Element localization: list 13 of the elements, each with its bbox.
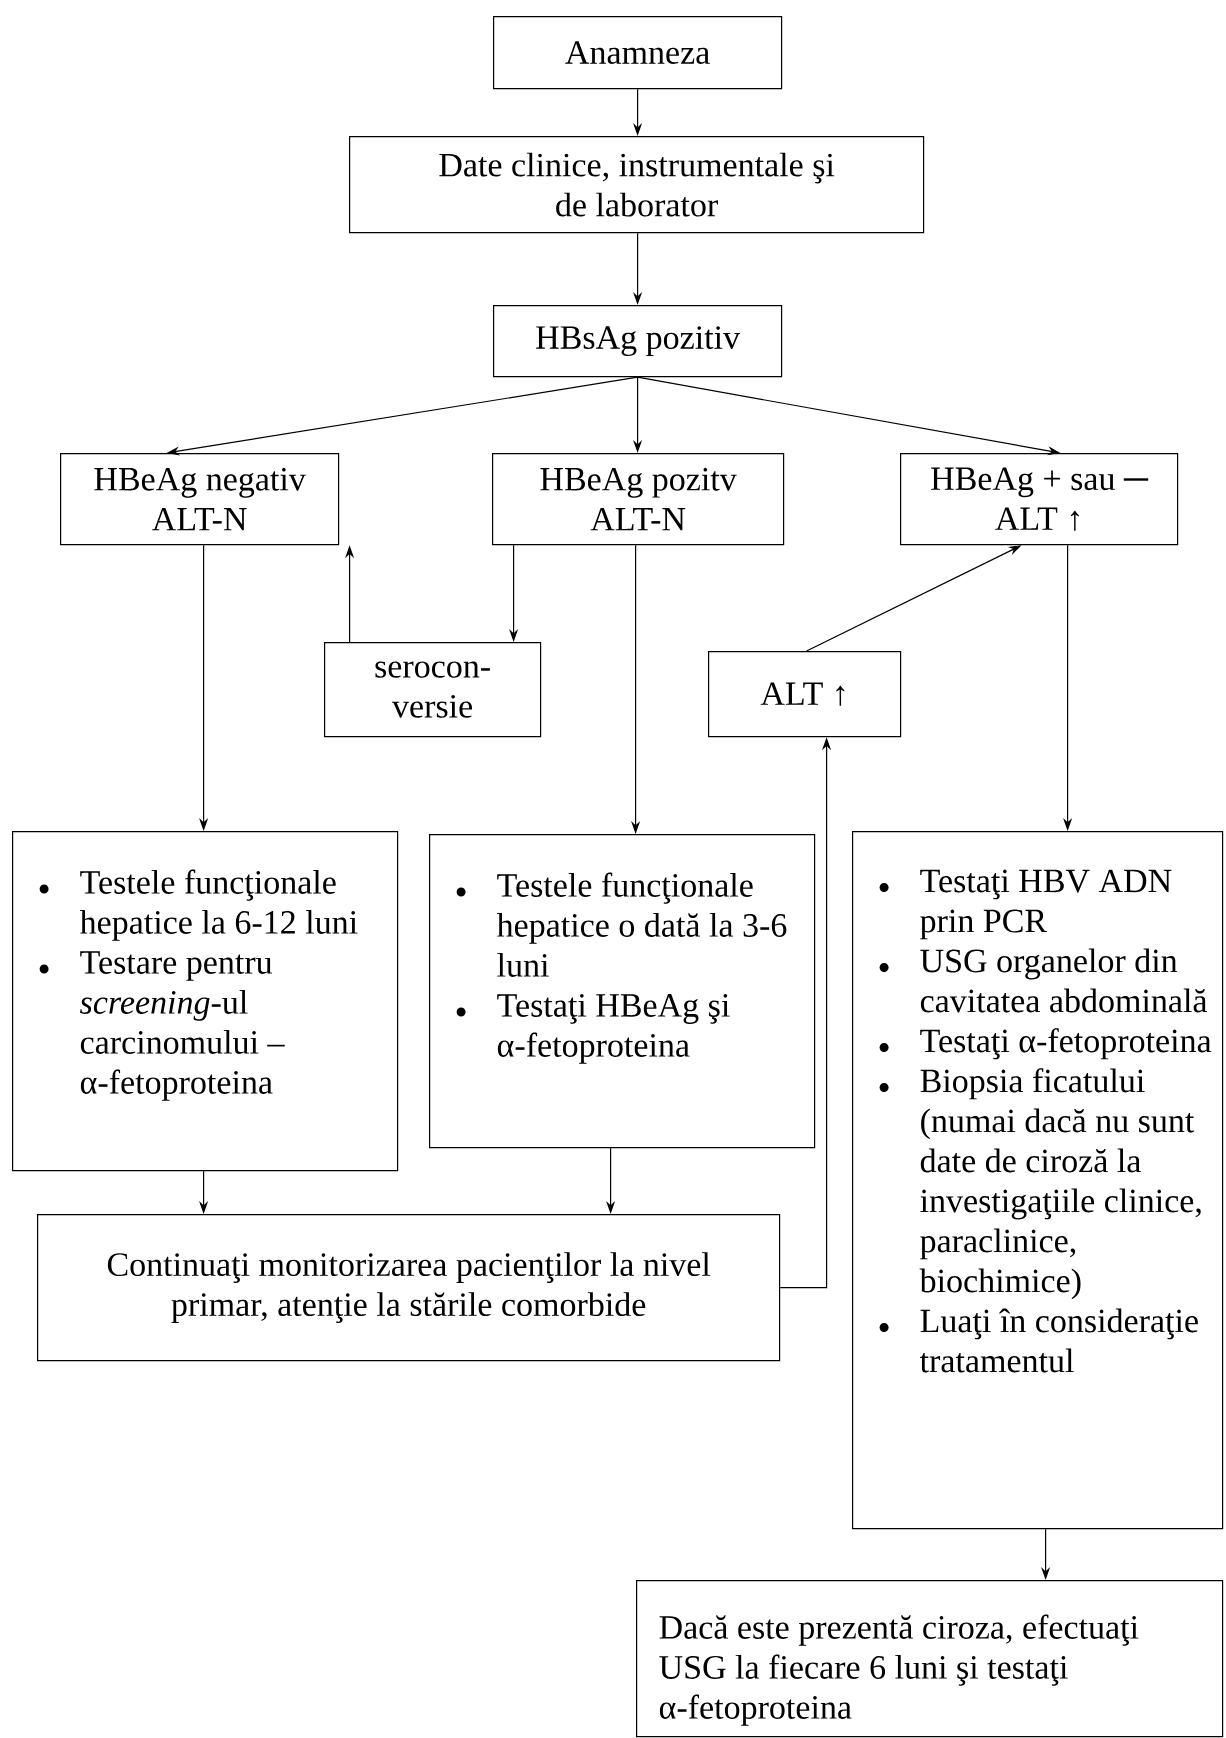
- note-box: Dacă este prezentă ciroza, efectuaţi USG la fiecare 6 luni şi testaţi α-fetoproteina: [636, 1580, 1224, 1738]
- process-box: Continuaţi monitorizarea pacienţilor la nivel primar, atenţie la stările comorbide: [37, 1214, 781, 1362]
- checklist-box: Testele funcţionale hepatice o dată la 3-6 luni Testaţi HBeAg şi α-fetoproteina: [429, 834, 816, 1149]
- process-box: serocon- versie: [324, 642, 542, 738]
- process-box: Anamneza: [493, 16, 783, 90]
- process-box: Date clinice, instrumentale şi de laborator: [349, 136, 925, 234]
- process-box: HBsAg pozitiv: [493, 305, 783, 378]
- process-box: ALT ↑: [708, 651, 902, 738]
- process-box: HBeAg pozitv ALT-N: [492, 453, 785, 546]
- checklist-box: Testaţi HBV ADN prin PCR USG organelor din cavitatea abdominală Testaţi α-fetoproteina Biopsia ficatului (numai dacă nu sunt date de ciroză la investigaţiile clinice, paraclinice, biochimice) Luaţi în consideraţie tratamentul: [852, 831, 1224, 1530]
- checklist-box: Testele funcţionale hepatice la 6-12 luni Testare pentru screening-ul carcinomului – α-fetoproteina: [12, 831, 399, 1172]
- process-box: HBeAg negativ ALT-N: [60, 453, 340, 546]
- process-box: HBeAg + sau ─ ALT ↑: [900, 453, 1179, 546]
